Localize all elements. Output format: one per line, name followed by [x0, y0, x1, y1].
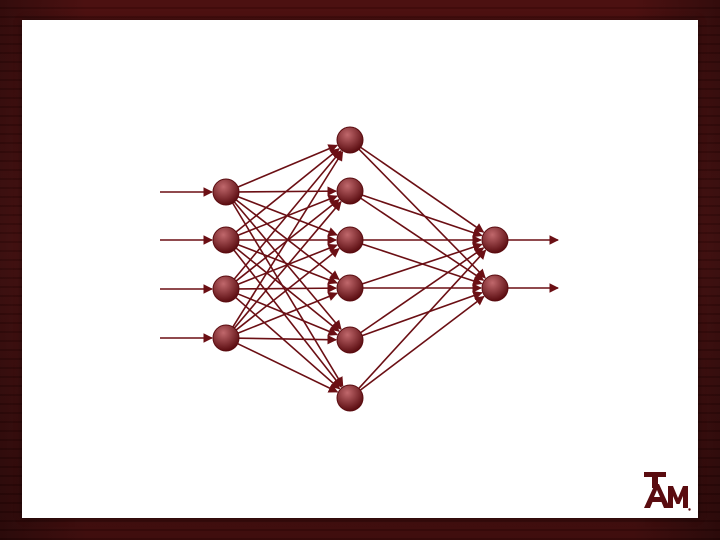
edge-l0-n2-to-n0 [233, 150, 342, 280]
hidden-node-6 [336, 384, 364, 412]
hidden-node-1 [336, 126, 364, 154]
neural-network-diagram [160, 126, 559, 412]
edge-l0-n3-to-n3 [237, 292, 338, 334]
input-node-4 [212, 324, 240, 352]
edge-l0-n0-to-n0 [237, 144, 338, 188]
hidden-node-3 [336, 226, 364, 254]
edge-l0-n0-to-n1 [238, 186, 337, 196]
hidden-node-2 [336, 177, 364, 205]
network-nodes [212, 126, 509, 412]
hidden-node-4 [336, 274, 364, 302]
edge-l0-n0-to-n5 [232, 202, 344, 387]
io-arrows [160, 187, 559, 343]
tamu-logo-icon [644, 472, 691, 511]
edge-l0-n2-to-n5 [235, 296, 341, 390]
edge-l0-n1-to-n0 [235, 148, 340, 233]
output-node-1 [481, 226, 509, 254]
edge-l0-n2-to-n4 [237, 293, 338, 336]
edge-l1-n0-to-n0 [360, 146, 485, 233]
edge-l1-n4-to-n1 [361, 291, 483, 337]
edge-l1-n3-to-n0 [362, 242, 483, 285]
slide-canvas [22, 20, 698, 518]
edge-l1-n5-to-n0 [358, 249, 487, 389]
edge-l1-n5-to-n1 [359, 295, 485, 391]
edge-l1-n0-to-n1 [358, 148, 486, 279]
edge-l0-n3-to-n5 [237, 342, 339, 393]
edge-l1-n1-to-n0 [362, 194, 483, 238]
edge-l0-n3-to-n4 [238, 334, 337, 345]
edge-l0-n3-to-n0 [232, 151, 344, 328]
edge-l0-n1-to-n5 [233, 249, 342, 388]
output-node-2 [481, 274, 509, 302]
input-node-1 [212, 178, 240, 206]
edge-l1-n4-to-n0 [360, 247, 485, 334]
input-node-2 [212, 226, 240, 254]
input-node-3 [212, 275, 240, 303]
hidden-node-5 [336, 326, 364, 354]
connection-edges [232, 144, 487, 393]
edge-l0-n3-to-n1 [233, 200, 342, 329]
edge-l0-n3-to-n2 [235, 248, 340, 331]
